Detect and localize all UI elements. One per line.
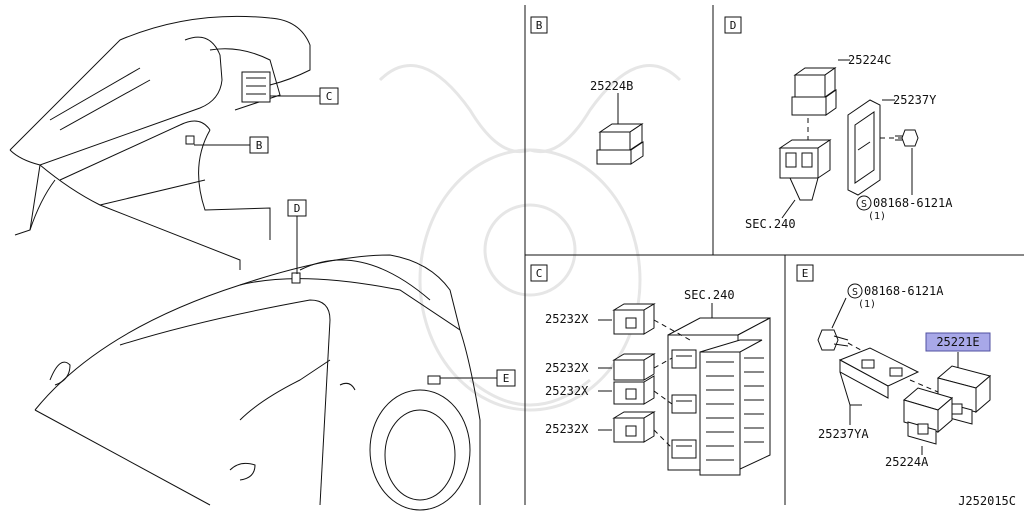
svg-text:25232X: 25232X — [545, 312, 589, 326]
bracket-25237ya — [838, 347, 920, 406]
svg-text:D: D — [730, 19, 737, 32]
circled-s-symbol-e: S — [847, 283, 863, 299]
relay-25232x-3 — [613, 375, 655, 405]
panel-e: E S 08168-6121A (1) 25237YA 25221E — [796, 264, 992, 469]
overview-callout-d: D — [287, 199, 307, 274]
overview-callout-e: E — [440, 369, 516, 387]
svg-text:B: B — [256, 139, 263, 152]
svg-text:E: E — [503, 372, 510, 385]
relay-25232x-2 — [612, 353, 656, 381]
relay-25224a — [902, 387, 954, 445]
svg-text:25237YA: 25237YA — [818, 427, 869, 441]
watermark-emblem — [378, 64, 682, 412]
svg-text:C: C — [536, 267, 543, 280]
svg-text:25232X: 25232X — [545, 422, 589, 436]
bolt-e — [817, 329, 849, 351]
dashboard-illustration — [9, 15, 311, 270]
svg-text:S: S — [861, 199, 867, 210]
svg-text:08168-6121A: 08168-6121A — [864, 284, 944, 298]
svg-text:25224A: 25224A — [885, 455, 929, 469]
relay-25224b — [596, 123, 644, 165]
svg-text:S: S — [852, 287, 858, 298]
relay-socket-sec240 — [778, 139, 832, 201]
overview-callout-c: C — [270, 87, 339, 105]
circled-s-symbol: S — [856, 195, 872, 211]
overview-callout-b: B — [194, 136, 269, 154]
panel-frames — [524, 5, 1024, 505]
svg-text:25232X: 25232X — [545, 384, 589, 398]
svg-text:25232X: 25232X — [545, 361, 589, 375]
relay-25232x-4 — [612, 411, 656, 443]
svg-text:08168-6121A: 08168-6121A — [873, 196, 953, 210]
svg-text:D: D — [294, 202, 301, 215]
part-label-25224b: 25224B — [590, 79, 633, 93]
svg-text:25237Y: 25237Y — [893, 93, 937, 107]
svg-text:25224C: 25224C — [848, 53, 891, 67]
highlight-label-25221e: 25221E — [925, 332, 991, 352]
relay-25232x-1 — [612, 303, 656, 335]
panel-d: D 25224C SEC.240 25237Y — [724, 16, 953, 231]
svg-text:E: E — [802, 267, 809, 280]
fuse-block-sec240 — [667, 317, 771, 476]
svg-text:C: C — [326, 90, 333, 103]
svg-text:B: B — [536, 19, 543, 32]
relay-25224c — [791, 67, 837, 116]
bolt-d — [895, 129, 919, 147]
svg-text:SEC.240: SEC.240 — [745, 217, 796, 231]
panel-c: C SEC.240 25232X 25232X — [530, 264, 771, 476]
svg-text:SEC.240: SEC.240 — [684, 288, 735, 302]
diagram-code: J252015C — [958, 494, 1016, 508]
svg-text:25221E: 25221E — [936, 335, 979, 349]
bracket-25237y — [847, 99, 881, 196]
vehicle-body-illustration — [34, 254, 481, 511]
panel-b: B 25224B — [530, 16, 644, 165]
svg-text:(1): (1) — [858, 299, 876, 310]
svg-text:(1): (1) — [868, 211, 886, 222]
